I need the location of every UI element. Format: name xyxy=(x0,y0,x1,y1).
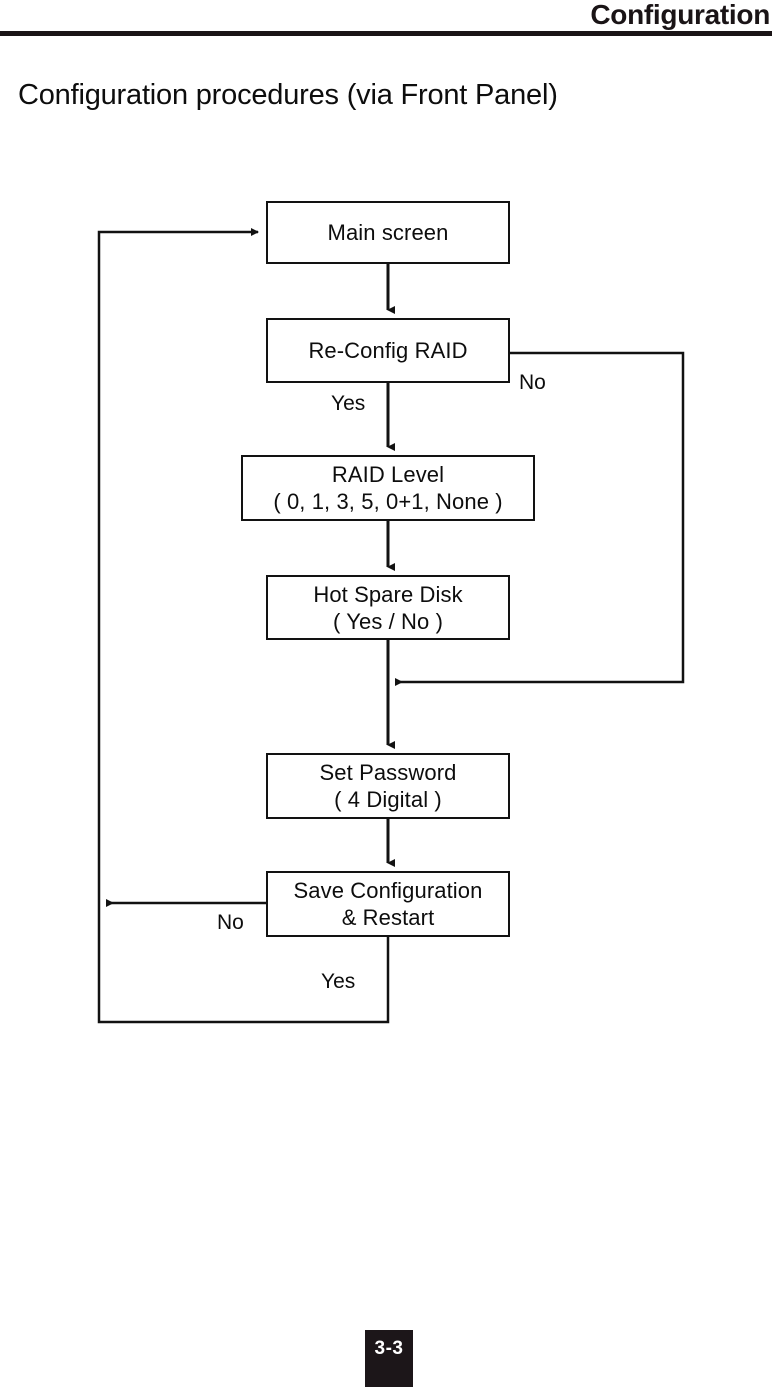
flow-node-save-configuration-label: Save Configuration xyxy=(293,878,483,903)
edge-label-save-yes: Yes xyxy=(321,970,356,993)
flow-node-raid-level-label: RAID Level xyxy=(331,462,445,487)
flowchart-connectors xyxy=(97,228,685,1024)
flow-node-set-password-label: Set Password xyxy=(319,760,457,785)
page-number-badge: 3-3 xyxy=(365,1330,413,1387)
flow-node-hot-spare-disk-options: ( Yes / No ) xyxy=(332,608,444,634)
page-header: Configuration xyxy=(0,0,772,36)
header-divider-rule xyxy=(0,31,772,36)
page-title: Configuration procedures (via Front Pane… xyxy=(18,79,558,111)
flow-node-raid-level[interactable]: RAID Level ( 0, 1, 3, 5, 0+1, None ) xyxy=(241,455,535,521)
edge-label-reconfig-no: No xyxy=(519,371,546,394)
flow-node-save-configuration[interactable]: Save Configuration & Restart xyxy=(266,871,510,937)
edge-label-save-no: No xyxy=(217,911,244,934)
header-section-title: Configuration xyxy=(590,0,770,30)
edge-label-reconfig-yes: Yes xyxy=(331,392,366,415)
flow-node-re-config-raid-label: Re-Config RAID xyxy=(308,338,468,363)
configuration-flowchart: Main screen Re-Config RAID RAID Level ( … xyxy=(97,201,685,1024)
flow-node-hot-spare-disk-label: Hot Spare Disk xyxy=(313,581,463,607)
flow-node-hot-spare-disk[interactable]: Hot Spare Disk ( Yes / No ) xyxy=(266,575,510,640)
flow-node-set-password-options: ( 4 Digital ) xyxy=(334,787,442,812)
flow-node-save-configuration-sublabel: & Restart xyxy=(341,905,435,930)
flow-node-re-config-raid[interactable]: Re-Config RAID xyxy=(266,318,510,383)
flow-node-main-screen-label: Main screen xyxy=(327,220,449,245)
flow-node-main-screen[interactable]: Main screen xyxy=(266,201,510,264)
flow-node-set-password[interactable]: Set Password ( 4 Digital ) xyxy=(266,753,510,819)
flow-node-raid-level-options: ( 0, 1, 3, 5, 0+1, None ) xyxy=(273,489,503,514)
